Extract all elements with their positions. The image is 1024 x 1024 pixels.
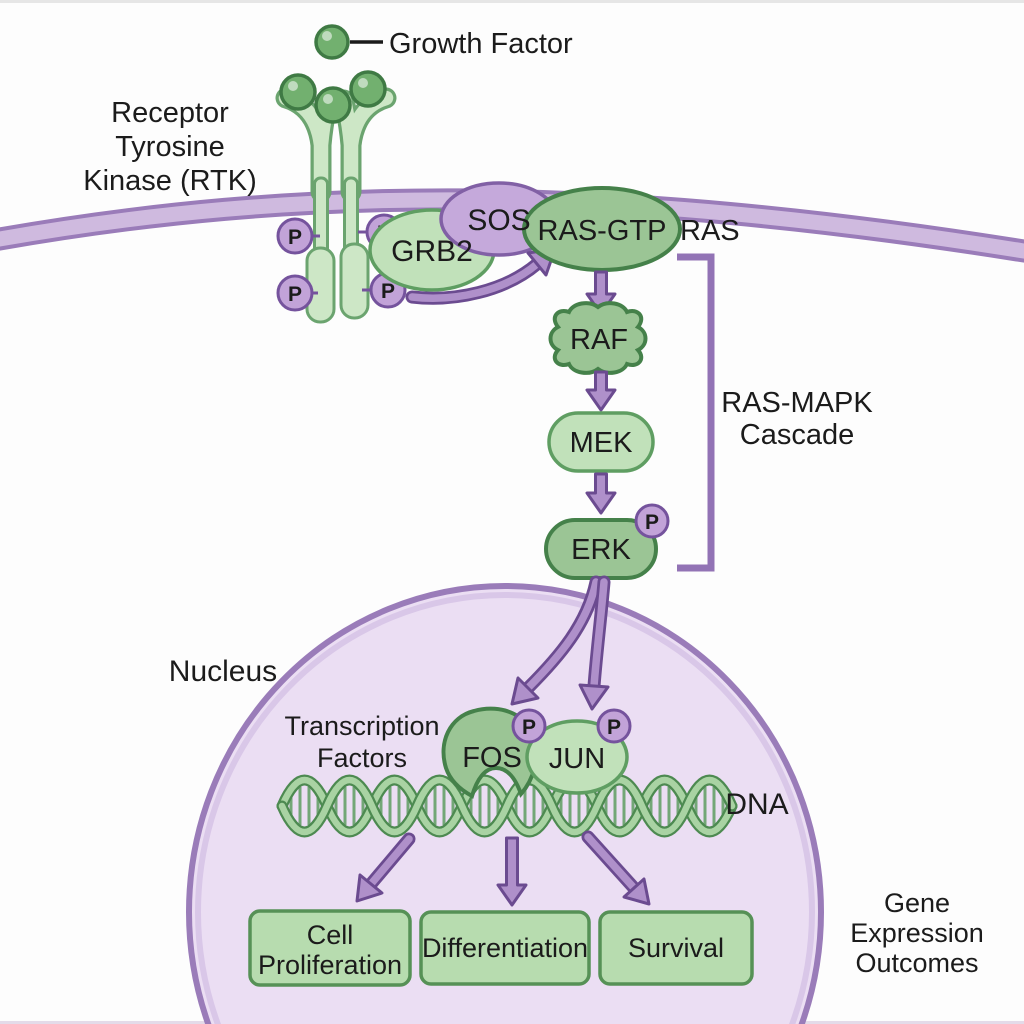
cascade-label-line1: RAS-MAPK xyxy=(721,387,873,419)
nucleus-inner-rim xyxy=(195,592,815,1024)
erk-label: ERK xyxy=(571,534,631,566)
dna-label: DNA xyxy=(725,788,788,821)
cell-proliferation-label-line2: Proliferation xyxy=(258,950,402,980)
receptor-kinase-domain-right xyxy=(339,242,370,320)
sos-label: SOS xyxy=(467,204,530,237)
cascade-label-line2: Cascade xyxy=(740,419,854,451)
outcome-box-differentiation xyxy=(419,910,591,986)
transcription-factors-label-line2: Factors xyxy=(317,743,407,773)
nucleus-label: Nucleus xyxy=(169,655,277,688)
gene-expression-label-line2: Expression xyxy=(850,918,984,948)
phosphate-label-4: P xyxy=(381,280,395,303)
outcome-arrow-middle xyxy=(496,836,528,907)
rtk-label-line2: Tyrosine xyxy=(115,131,225,163)
outcome-box-cell-proliferation xyxy=(248,909,412,987)
jun-phosphate-label: P xyxy=(607,716,621,739)
jun-label: JUN xyxy=(549,743,605,775)
erk-phosphate-label: P xyxy=(645,511,659,534)
receptor-stalk-left xyxy=(313,176,329,258)
erk-to-jun-arrow xyxy=(578,575,611,711)
fos-phosphate-circle xyxy=(511,708,547,744)
jun-ellipse xyxy=(525,719,629,795)
phosphate-label-2: P xyxy=(288,283,302,306)
jun-phosphate-circle xyxy=(596,708,632,744)
survival-label: Survival xyxy=(628,933,724,963)
growth-factor-ball xyxy=(314,24,350,60)
phosphate-circle-2 xyxy=(276,274,314,312)
outcome-box-survival xyxy=(598,910,754,986)
growth-factor-ball-highlight xyxy=(322,31,332,41)
ras-gtp-ellipse xyxy=(522,186,682,272)
raf-blob xyxy=(548,301,648,375)
mek-capsule xyxy=(547,411,655,473)
phosphate-label-1: P xyxy=(288,226,302,249)
fos-phosphate-label: P xyxy=(522,716,536,739)
dna-strand-2 xyxy=(276,774,738,838)
cascade-bracket xyxy=(677,253,715,572)
grb2-label: GRB2 xyxy=(391,235,473,268)
cell-proliferation-label-line1: Cell xyxy=(307,920,354,950)
outcome-arrow-left xyxy=(355,832,416,903)
cascade-arrow-3 xyxy=(585,472,617,515)
gene-expression-label-line1: Gene xyxy=(884,888,950,918)
mek-label: MEK xyxy=(570,427,634,459)
rtk-label-line1: Receptor xyxy=(111,97,229,129)
cascade-arrow-2 xyxy=(585,370,617,412)
differentiation-label: Differentiation xyxy=(422,933,588,963)
outcome-arrow-right xyxy=(581,830,651,906)
growth-factor-label: Growth Factor xyxy=(389,28,573,60)
gene-expression-label-line3: Outcomes xyxy=(855,948,978,978)
top-edge xyxy=(0,0,1024,3)
ras-label: RAS xyxy=(680,215,740,247)
ras-gtp-label: RAS-GTP xyxy=(538,215,667,247)
fos-label: FOS xyxy=(462,742,522,774)
erk-to-fos-arrow xyxy=(510,575,603,706)
transcription-factors-label-line1: Transcription xyxy=(284,711,439,741)
rtk-label-line3: Kinase (RTK) xyxy=(83,165,257,197)
raf-label: RAF xyxy=(570,324,628,356)
erk-phosphate-circle xyxy=(634,503,670,539)
dna-helix xyxy=(276,774,738,838)
phosphate-circle-1 xyxy=(276,217,314,255)
bound-growth-factors xyxy=(279,70,387,124)
